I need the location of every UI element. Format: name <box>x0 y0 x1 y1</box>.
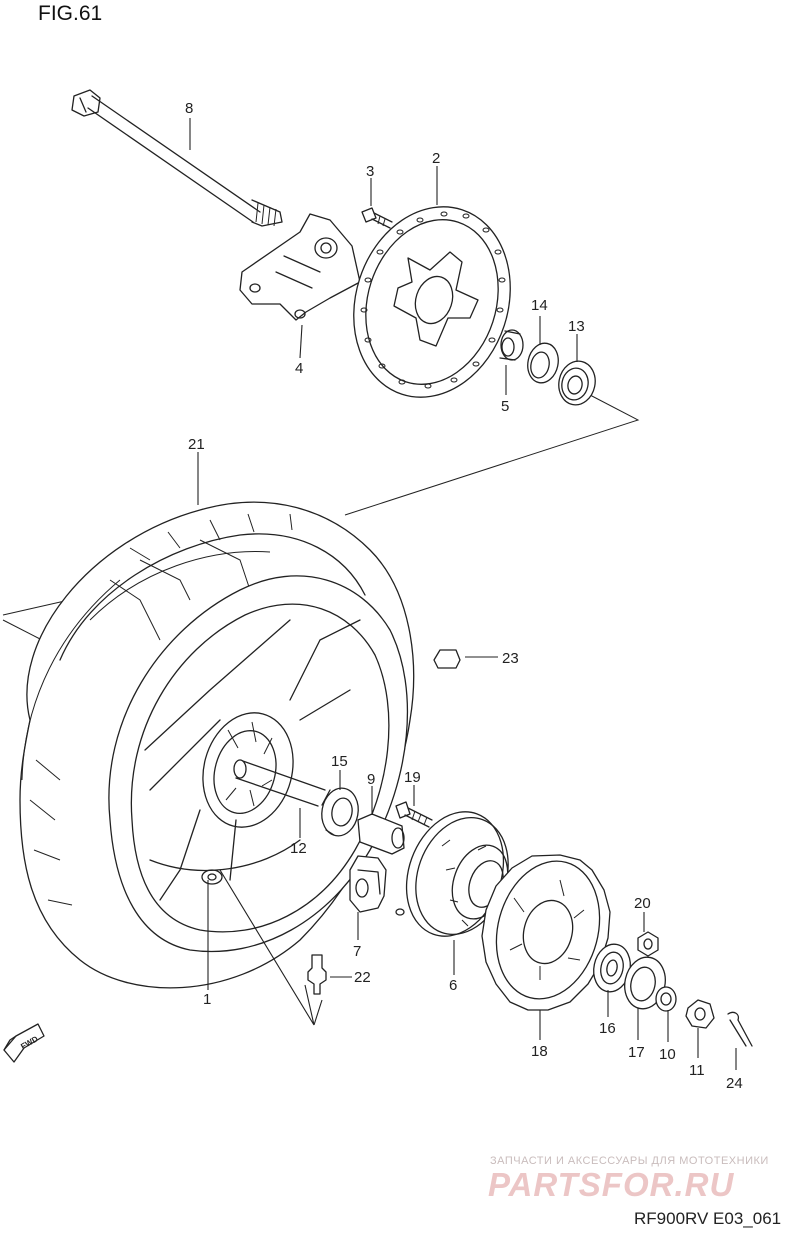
part-collar[interactable] <box>233 759 326 807</box>
callout-18: 18 <box>531 1043 548 1060</box>
callout-1: 1 <box>203 991 211 1008</box>
callout-22: 22 <box>354 969 371 986</box>
callout-9: 9 <box>367 771 375 788</box>
watermark-logo: PARTSFOR.RU <box>488 1166 735 1203</box>
part-oil-seal[interactable] <box>524 340 562 385</box>
part-sprocket-nut[interactable] <box>637 931 659 957</box>
callout-17: 17 <box>628 1044 645 1061</box>
part-brake-disc[interactable] <box>330 186 535 417</box>
callout-8: 8 <box>185 100 193 117</box>
part-axle[interactable] <box>71 89 283 227</box>
callout-16: 16 <box>599 1020 616 1037</box>
part-washer[interactable] <box>655 986 677 1012</box>
callout-15: 15 <box>331 753 348 770</box>
part-caliper-bracket[interactable] <box>239 213 361 321</box>
figure-code: RF900RV E03_061 <box>634 1209 782 1228</box>
callout-13: 13 <box>568 318 585 335</box>
watermark-tagline: ЗАПЧАСТИ И АКСЕССУАРЫ ДЛЯ МОТОТЕХНИКИ <box>490 1155 769 1167</box>
callout-6: 6 <box>449 977 457 994</box>
callout-23: 23 <box>502 650 519 667</box>
part-spacer[interactable] <box>499 329 524 361</box>
callout-labels: 8 3 2 4 5 14 13 21 23 15 9 19 12 7 6 1 2… <box>185 100 743 1092</box>
callout-10: 10 <box>659 1046 676 1063</box>
fwd-arrow-icon: FWD <box>3 1023 45 1063</box>
callout-20: 20 <box>634 895 651 912</box>
callout-11: 11 <box>689 1062 705 1079</box>
part-axle-nut[interactable] <box>685 999 715 1029</box>
callout-12: 12 <box>290 840 307 857</box>
callout-14: 14 <box>531 297 548 314</box>
callout-7: 7 <box>353 943 361 960</box>
callout-4: 4 <box>295 360 303 377</box>
part-cush-damper[interactable] <box>349 855 387 913</box>
callout-19: 19 <box>404 769 421 786</box>
part-stud-bolt[interactable] <box>395 801 433 828</box>
disc-vent-holes <box>360 211 506 389</box>
callout-21: 21 <box>188 436 205 453</box>
part-disc-bolt[interactable] <box>361 207 393 229</box>
part-bearing-15[interactable] <box>318 785 362 839</box>
part-hub-spacer[interactable] <box>357 813 405 855</box>
callout-5: 5 <box>501 398 509 415</box>
part-bearing-13[interactable] <box>555 358 599 409</box>
part-balance-weight[interactable] <box>433 649 461 669</box>
callout-2: 2 <box>432 150 440 167</box>
part-wheel-rim[interactable] <box>108 575 409 953</box>
callout-24: 24 <box>726 1075 743 1092</box>
part-tire-valve[interactable] <box>307 954 327 995</box>
part-rear-sprocket[interactable] <box>481 849 615 1011</box>
part-cotter-pin[interactable] <box>727 1011 753 1047</box>
figure-title: FIG.61 <box>38 2 103 25</box>
callout-3: 3 <box>366 163 374 180</box>
leader-lines <box>189 118 737 1070</box>
